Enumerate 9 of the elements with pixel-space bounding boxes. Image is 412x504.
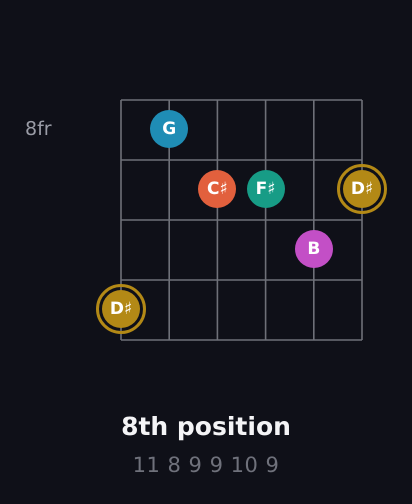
root-note-marker: D♯ bbox=[337, 164, 387, 214]
note-marker: C♯ bbox=[198, 170, 236, 208]
root-note-marker: D♯ bbox=[96, 284, 146, 334]
fingering-numbers: 11 8 9 9 10 9 bbox=[132, 453, 280, 477]
note-marker: G bbox=[150, 110, 188, 148]
chord-position-title: 8th position bbox=[121, 412, 291, 441]
fret-number-label: 8fr bbox=[25, 118, 52, 140]
note-marker: B bbox=[294, 230, 333, 268]
note-marker: F♯ bbox=[246, 170, 285, 208]
